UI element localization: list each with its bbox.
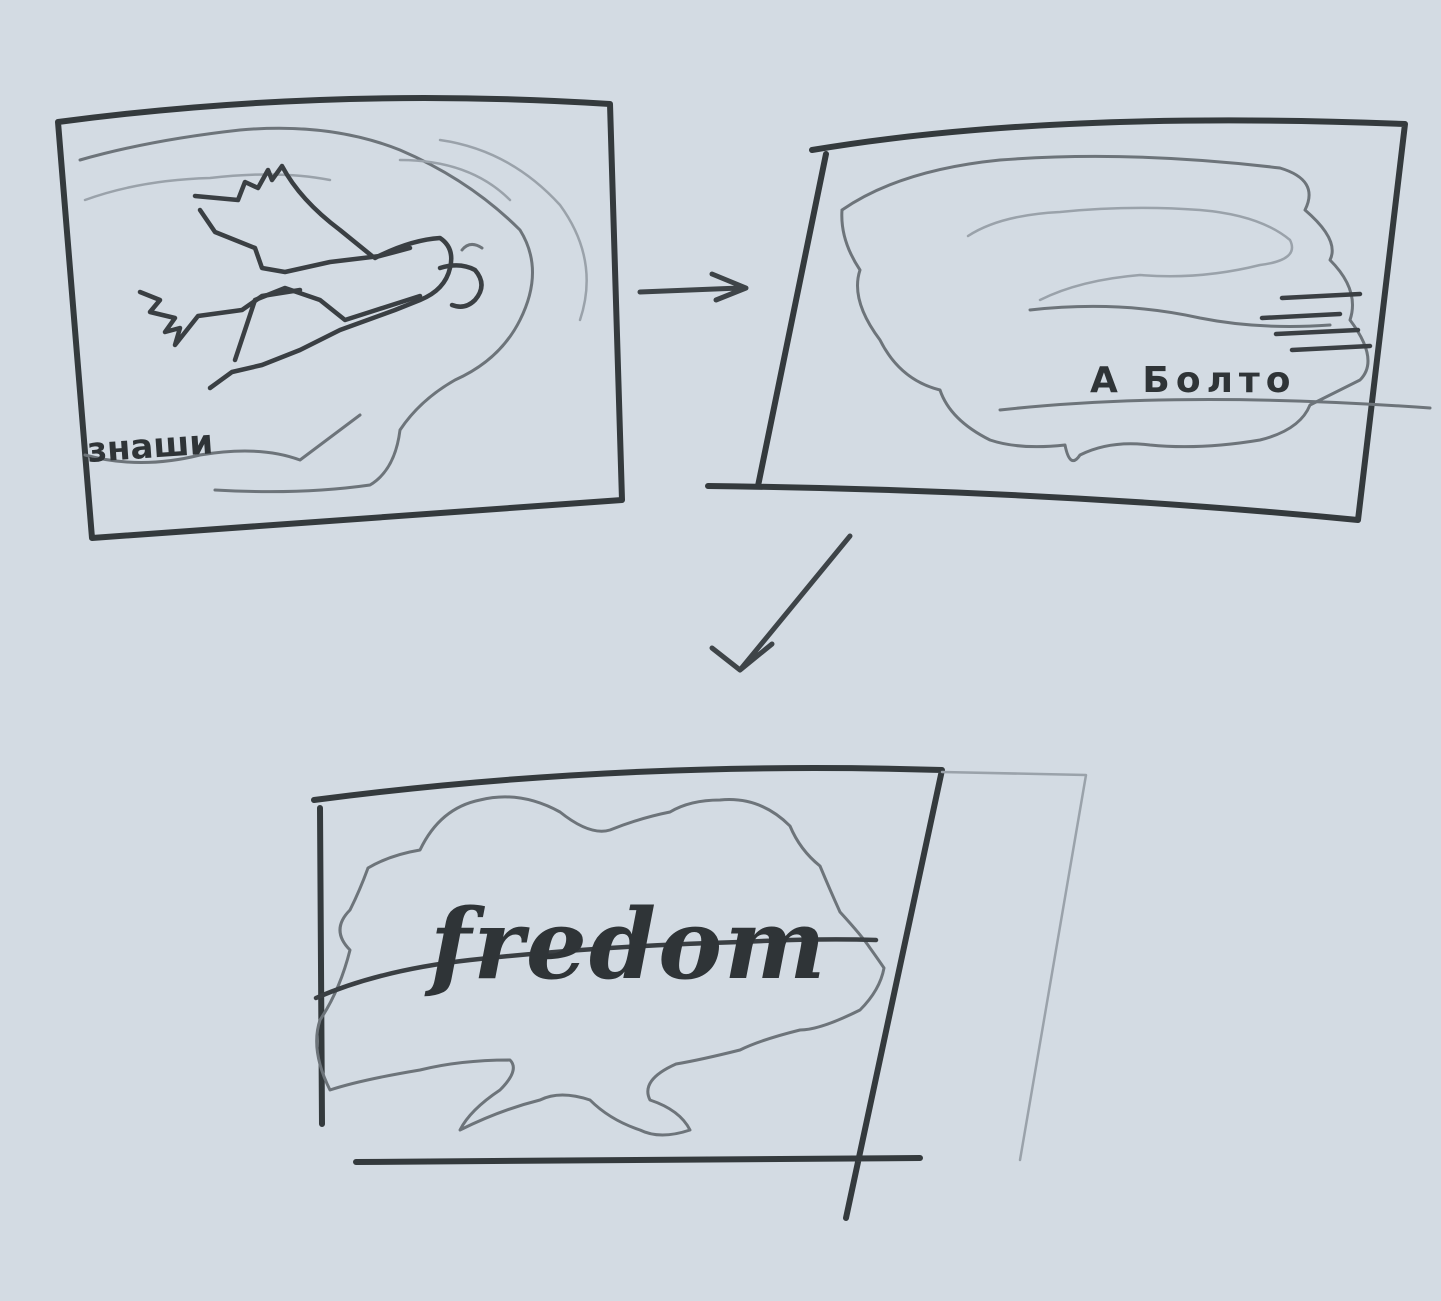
bird-upper-wing <box>192 163 375 259</box>
bird-head <box>437 263 484 309</box>
bird-tail <box>137 287 303 348</box>
bottom-caption: fredom <box>424 888 828 1001</box>
arrow-down-left <box>709 533 853 673</box>
map-outline <box>78 126 534 494</box>
panel-frame <box>55 95 625 541</box>
top-right-caption: А Болто <box>1090 360 1297 401</box>
bird-lower-wing <box>232 285 423 363</box>
map-dashed-strip <box>1259 291 1373 353</box>
bird-body <box>207 235 454 391</box>
map-low-contour <box>998 304 1432 412</box>
panel-frame <box>705 117 1408 523</box>
map-cross-line <box>313 937 879 1001</box>
map-right-edge <box>438 138 588 322</box>
top-left-caption: знаши <box>86 422 215 471</box>
arrow-right <box>637 271 749 303</box>
panel-faint-extension <box>940 770 1088 1162</box>
sketch-panel-top-right: А Болто <box>705 117 1432 523</box>
bird-lower-wing-left <box>197 207 413 275</box>
map-outline-inner <box>83 158 512 202</box>
map-outline <box>840 154 1370 463</box>
map-lower-edge <box>83 413 362 464</box>
bird-crest <box>460 243 484 252</box>
sketch-panel-bottom: fredom <box>311 765 1088 1221</box>
map-inner-contour <box>966 206 1294 302</box>
map-outline <box>315 795 886 1137</box>
sketch-panel-top-left: знаши <box>55 95 625 541</box>
